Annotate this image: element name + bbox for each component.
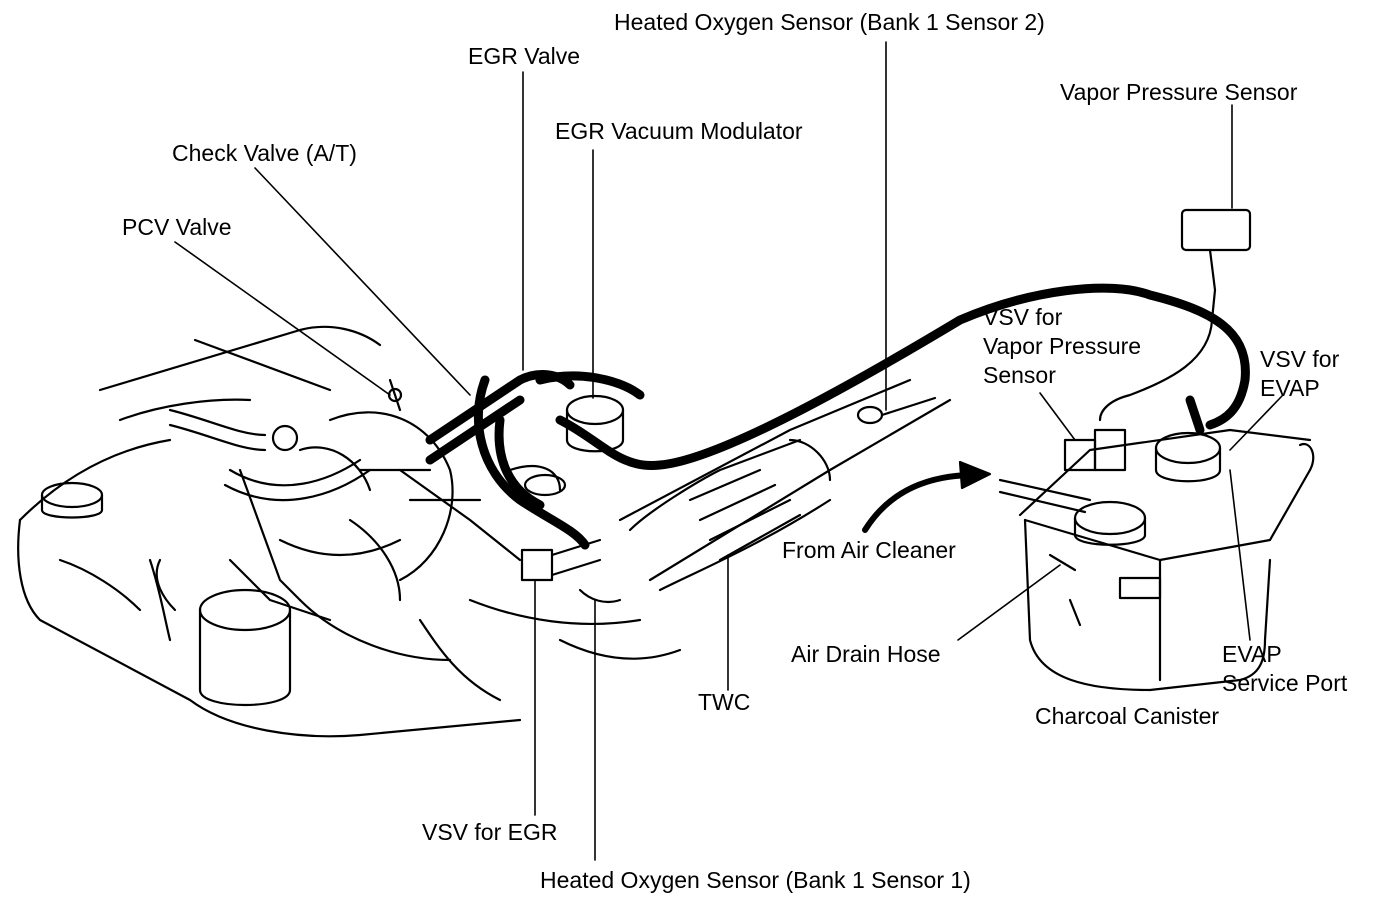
egr-hoses	[425, 370, 645, 550]
label-line: VSV for	[983, 304, 1063, 330]
label-line: EVAP	[1222, 641, 1282, 667]
evap-hose	[555, 283, 1250, 471]
label-vsv-evap: VSV for EVAP	[1260, 345, 1339, 403]
label-vsv-vapor-pressure-sensor: VSV for Vapor Pressure Sensor	[983, 303, 1141, 390]
label-vsv-egr: VSV for EGR	[422, 819, 558, 845]
label-evap-service-port: EVAP Service Port	[1222, 640, 1347, 698]
vsv-egr-shape	[520, 538, 622, 604]
label-air-drain-hose: Air Drain Hose	[791, 641, 941, 667]
label-vapor-pressure-sensor: Vapor Pressure Sensor	[1060, 79, 1298, 105]
label-charcoal-canister: Charcoal Canister	[1035, 703, 1220, 729]
label-pcv-valve: PCV Valve	[122, 214, 232, 240]
pcv-hose	[168, 378, 403, 502]
label-ho2s-bank1-sensor1: Heated Oxygen Sensor (Bank 1 Sensor 1)	[540, 867, 971, 893]
vapor-pressure-sensor-shape	[1098, 208, 1252, 422]
egr-vacuum-modulator-shape	[508, 394, 625, 497]
label-line: Vapor Pressure	[983, 333, 1142, 359]
reservoir	[40, 481, 292, 707]
label-egr-valve: EGR Valve	[468, 43, 581, 69]
engine-block	[17, 325, 522, 738]
label-from-air-cleaner: From Air Cleaner	[782, 537, 956, 563]
charcoal-canister-shape	[998, 428, 1315, 692]
label-check-valve: Check Valve (A/T)	[172, 140, 357, 166]
label-line: Sensor	[983, 362, 1056, 388]
leader-lines	[174, 41, 1283, 861]
exhaust-twc	[418, 378, 952, 702]
label-line: VSV for	[1260, 346, 1340, 372]
air-cleaner-arrow	[862, 460, 992, 533]
label-line: Service Port	[1222, 670, 1348, 696]
label-line: EVAP	[1260, 375, 1320, 401]
label-twc: TWC	[698, 689, 751, 715]
label-egr-vacuum-modulator: EGR Vacuum Modulator	[555, 118, 803, 144]
label-ho2s-bank1-sensor2: Heated Oxygen Sensor (Bank 1 Sensor 2)	[614, 9, 1045, 35]
